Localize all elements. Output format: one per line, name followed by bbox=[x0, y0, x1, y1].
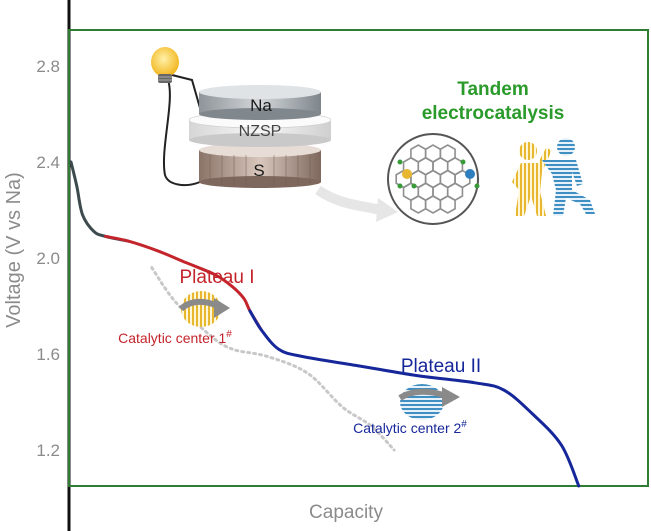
catalytic-center-2-superscript: # bbox=[461, 419, 467, 430]
flow-arrow-head bbox=[376, 198, 398, 222]
lattice-hexagon bbox=[439, 195, 456, 214]
y-tick-label: 2.8 bbox=[36, 57, 60, 76]
plot-series bbox=[69, 160, 581, 488]
sodium-disk bbox=[199, 85, 321, 120]
series-line-segment-1 bbox=[69, 160, 131, 243]
catalytic-center-2-label: Catalytic center 2# bbox=[353, 419, 467, 436]
wire bbox=[163, 79, 201, 187]
battery-cell-illustration: Na NZSP S bbox=[151, 47, 332, 188]
catalytic-atom-gold bbox=[402, 169, 412, 179]
relay-runner-blue-icon bbox=[542, 138, 595, 216]
plateau-1-label: Plateau I bbox=[180, 267, 255, 288]
cell-label-nzsp: NZSP bbox=[239, 123, 282, 140]
sulfur-disk bbox=[199, 143, 321, 188]
wire bbox=[171, 74, 201, 109]
y-axis-title: Voltage (V vs Na) bbox=[3, 172, 25, 328]
cell-label-na: Na bbox=[250, 96, 272, 115]
tandem-title-line2: electrocatalysis bbox=[422, 103, 565, 124]
cell-label-s: S bbox=[253, 161, 264, 180]
plateau-2-label: Plateau II bbox=[401, 356, 481, 377]
catalyst-lattice-icon bbox=[387, 133, 480, 225]
y-tick-label: 1.2 bbox=[36, 441, 60, 460]
catalytic-center-1-marker bbox=[178, 291, 230, 327]
y-tick-label: 2.0 bbox=[36, 249, 60, 268]
series-line-segment-3 bbox=[248, 309, 581, 488]
catalytic-center-2-marker bbox=[398, 384, 460, 420]
catalytic-center-1-text: Catalytic center 1 bbox=[118, 330, 226, 346]
tandem-title-line1: Tandem bbox=[457, 79, 528, 100]
catalytic-center-1-label: Catalytic center 1# bbox=[118, 329, 232, 346]
catalytic-center-1-superscript: # bbox=[226, 329, 232, 340]
plot-frame bbox=[68, 29, 649, 487]
y-tick-labels: 2.8 2.4 2.0 1.6 1.2 bbox=[36, 57, 60, 460]
series-line-segment-2 bbox=[104, 234, 263, 332]
lightbulb-icon bbox=[151, 47, 179, 83]
flow-arrow bbox=[315, 185, 382, 215]
catalytic-atom-blue bbox=[465, 169, 475, 179]
y-tick-label: 1.6 bbox=[36, 345, 60, 364]
x-axis-title: Capacity bbox=[309, 502, 383, 523]
y-tick-label: 2.4 bbox=[36, 153, 60, 172]
relay-runner-gold-icon bbox=[512, 142, 552, 216]
catalytic-center-2-text: Catalytic center 2 bbox=[353, 420, 461, 436]
